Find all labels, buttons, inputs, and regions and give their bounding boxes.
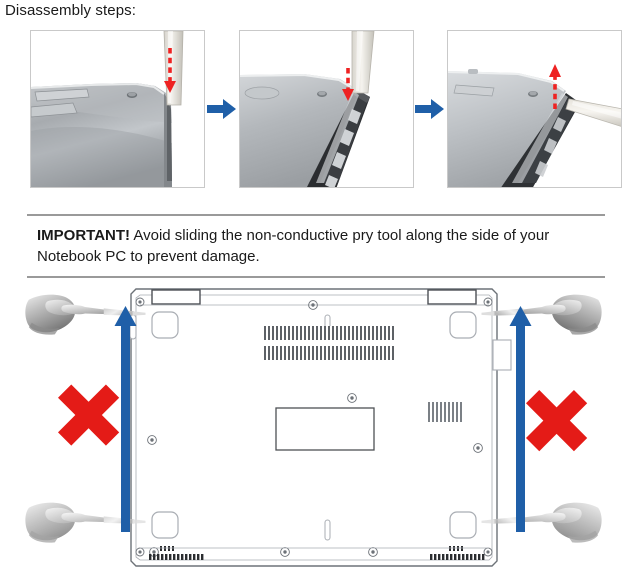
case-screws bbox=[135, 297, 493, 557]
page-title: Disassembly steps: bbox=[5, 2, 137, 19]
right-arrow-icon bbox=[415, 99, 445, 119]
slide-arrow-right bbox=[509, 306, 532, 532]
right-arrow-icon bbox=[206, 99, 236, 119]
screw-cover-bottom-right bbox=[449, 511, 477, 539]
speaker-grille-left bbox=[149, 546, 204, 560]
pry-tool bbox=[163, 31, 184, 106]
screw-cover-top-right bbox=[449, 311, 477, 339]
screw-cover-top-left bbox=[151, 311, 179, 339]
laptop-casing bbox=[448, 71, 566, 187]
red-up-arrow-icon bbox=[549, 64, 561, 109]
pry-tool bbox=[565, 98, 621, 127]
vent-strip-lower bbox=[264, 346, 396, 360]
disassembly-steps-row bbox=[30, 30, 622, 190]
step-connector-1 bbox=[205, 30, 239, 188]
rubber-foot-top-right bbox=[427, 289, 477, 305]
step-3-illustration bbox=[448, 31, 621, 187]
notebook-bottom-case bbox=[129, 288, 512, 567]
pry-tool bbox=[351, 31, 374, 94]
important-note-text: IMPORTANT! Avoid sliding the non-conduct… bbox=[37, 225, 597, 267]
step-image-2 bbox=[238, 30, 414, 188]
rubber-foot-top-left bbox=[151, 289, 201, 305]
laptop-casing bbox=[239, 74, 356, 187]
screw-cover-bottom-left bbox=[151, 511, 179, 539]
red-down-arrow-icon bbox=[164, 48, 176, 93]
step-image-3 bbox=[447, 30, 622, 188]
service-access-panel bbox=[275, 407, 375, 451]
important-note-label: IMPORTANT! bbox=[37, 227, 131, 244]
step-2-illustration bbox=[239, 31, 413, 187]
slot-bottom-center bbox=[324, 519, 331, 541]
step-image-1 bbox=[30, 30, 205, 188]
red-down-arrow-icon bbox=[341, 68, 354, 101]
important-note: IMPORTANT! Avoid sliding the non-conduct… bbox=[27, 214, 605, 278]
bottom-warning-diagram bbox=[0, 280, 627, 580]
speaker-grille-right bbox=[430, 546, 485, 560]
warning-group-right bbox=[481, 294, 602, 543]
warning-group-left bbox=[25, 294, 146, 543]
slide-arrow-left bbox=[114, 306, 137, 532]
step-1-illustration bbox=[31, 31, 204, 187]
vent-strip-small bbox=[428, 402, 462, 422]
step-connector-2 bbox=[414, 30, 448, 188]
vent-strip-upper bbox=[264, 326, 396, 340]
port-tab-right bbox=[492, 339, 512, 371]
important-note-body: Avoid sliding the non-conductive pry too… bbox=[37, 227, 550, 265]
